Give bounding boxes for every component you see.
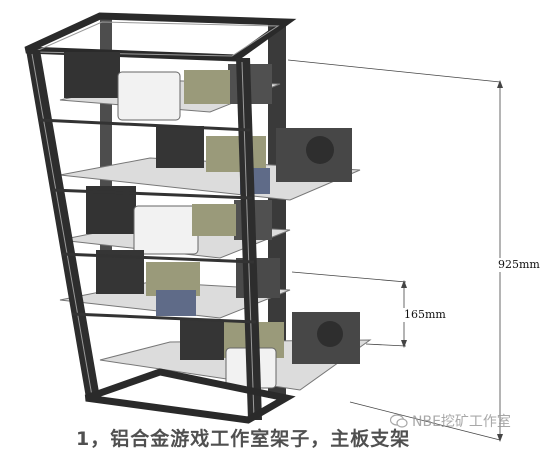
wechat-icon (390, 414, 408, 428)
dimension-165 (291, 271, 407, 348)
hdd-drive (156, 290, 196, 316)
psu-unit (236, 258, 280, 298)
frame-post-front-right (236, 58, 262, 420)
frame-top-inner (33, 21, 280, 57)
dimension-label-total-height: 925mm (496, 258, 542, 272)
motherboard (206, 136, 266, 172)
gpu-card (64, 52, 120, 98)
shelf-tier-4 (59, 250, 291, 319)
frame-post-back-right (268, 22, 286, 398)
frame-bottom (84, 368, 296, 424)
shelf-tier-5 (99, 312, 372, 391)
gpu-card (156, 126, 204, 168)
shelf-tier-2 (59, 126, 361, 201)
frame-post-front-left (26, 50, 100, 398)
caption: 1，铝合金游戏工作室架子，主板支架 (76, 428, 411, 450)
hdd-drive (117, 71, 181, 121)
rack-frame-front (26, 50, 296, 424)
motherboard (184, 70, 230, 104)
psu-fan (306, 136, 334, 164)
gpu-card (180, 320, 224, 360)
watermark-text: NBE挖矿工作室 (412, 414, 511, 430)
psu-fan (317, 321, 343, 347)
watermark: NBE挖矿工作室 (390, 411, 511, 431)
dimension-label-tier-spacing: 165mm (402, 308, 448, 322)
shelf-tier-3 (59, 186, 291, 259)
motherboard (192, 204, 236, 236)
hdd-drive (133, 205, 199, 255)
frame-top (24, 12, 297, 62)
shelf-tier-1 (59, 52, 281, 121)
dimension-925 (287, 59, 503, 442)
